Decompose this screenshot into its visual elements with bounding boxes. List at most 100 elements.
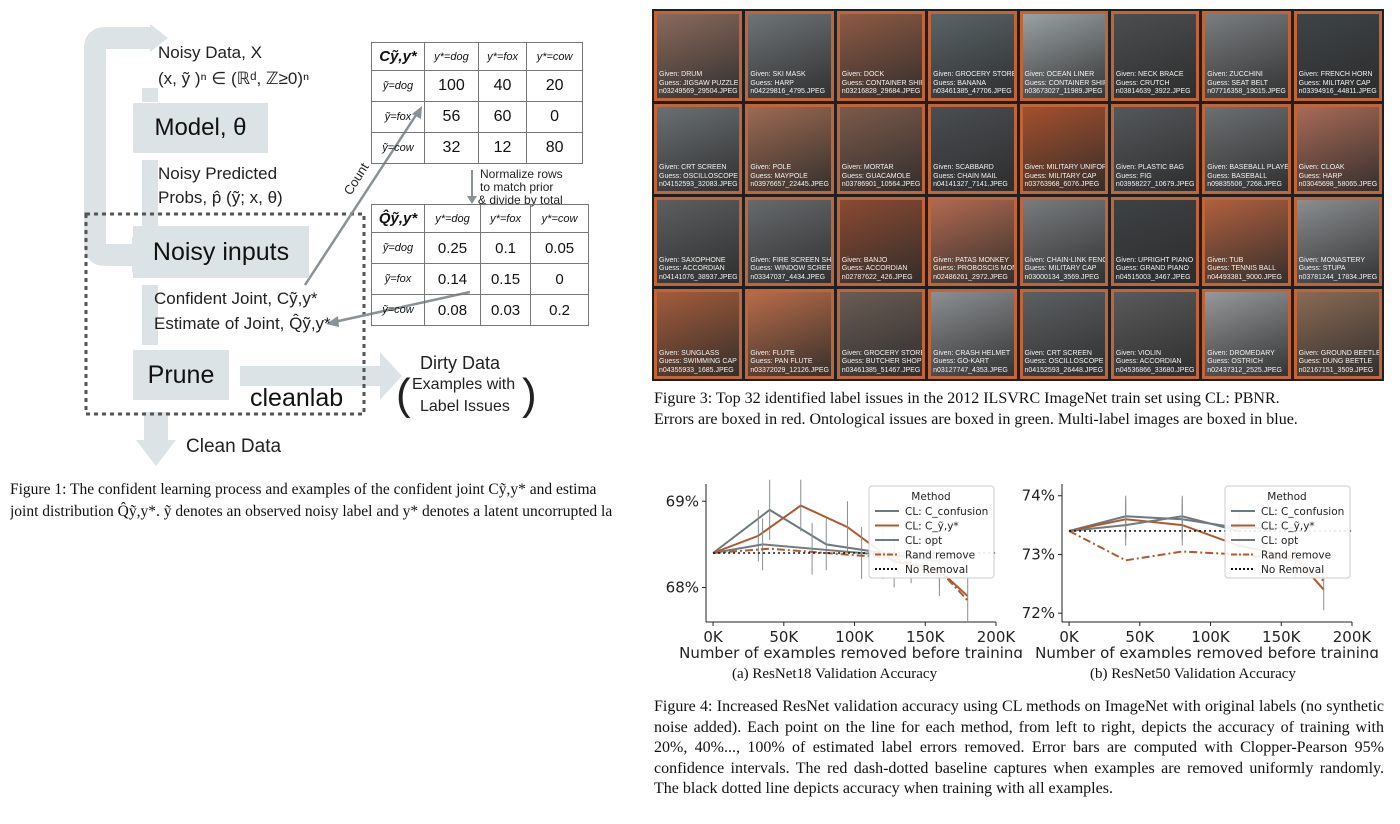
tile-given: Given: NECK BRACE <box>1115 71 1184 79</box>
figure-1-arrows <box>84 24 477 466</box>
tile-guess: Guess: HARP <box>1298 172 1343 180</box>
tile-given: Given: OCEAN LINER <box>1024 71 1095 79</box>
estimate-joint-label: Estimate of Joint, Q̂ỹ,y* <box>154 314 331 333</box>
tile-guess: Guess: WINDOW SCREEN <box>750 265 834 273</box>
tile-guess: Guess: DUNG BEETLE <box>1298 358 1373 365</box>
legend-box <box>1224 485 1351 579</box>
legend-entry: CL: C_confusion <box>1261 506 1344 518</box>
y-tick-label: 72% <box>1022 604 1055 622</box>
tile-given: Given: SUNGLASS <box>659 349 720 357</box>
tile-guess: Guess: OSCILLOSCOPE <box>1024 358 1104 365</box>
q-table-header: y*=dog <box>424 204 481 233</box>
tile-file: n03461385_47706.JPEG <box>933 88 1012 96</box>
tile-given: Given: BASEBALL PLAYER <box>1207 164 1291 171</box>
q-table-header: y*=fox <box>479 204 532 233</box>
tile-guess: Guess: OSTRICH <box>1207 358 1263 365</box>
tile-guess: Guess: PAN FLUTE <box>750 358 813 365</box>
label-issue-image: Given: FIRE SCREEN SHEETGuess: WINDOW SC… <box>745 196 834 287</box>
tile-file: n03216828_29684.JPEG <box>841 88 921 96</box>
y-tick-label: 74% <box>1022 487 1055 505</box>
c-table-cell: 32 <box>424 132 479 164</box>
tile-file: n09835506_7268.JPEG <box>1207 181 1282 188</box>
tile-given: Given: CLOAK <box>1298 164 1345 171</box>
tile-file: n02167151_3509.JPEG <box>1298 366 1374 374</box>
tile-file: n03814639_3922.JPEG <box>1115 88 1191 96</box>
tile-file: n04152593_32083.JPEG <box>659 181 738 188</box>
dirty-data-label: Dirty Data <box>420 353 501 373</box>
figure-4-caption: Figure 4: Increased ResNet validation ac… <box>654 698 1384 797</box>
tile-given: Given: POLE <box>750 164 792 171</box>
tile-guess: Guess: CONTAINER SHIP <box>841 79 925 87</box>
y-tick-label: 69% <box>666 492 699 510</box>
x-axis-label: Number of examples removed before traini… <box>1035 644 1379 658</box>
tile-file: n03347037_4434.JPEG <box>750 273 826 281</box>
tile-guess: Guess: MILITARY CAP <box>1024 265 1097 273</box>
tile-guess: Guess: CHAIN MAIL <box>933 172 998 180</box>
tile-file: n02486261_2972.JPEG <box>933 273 1008 281</box>
tile-guess: Guess: CONTAINER SHIP <box>1024 79 1108 87</box>
tile-given: Given: FRENCH HORN <box>1298 71 1373 79</box>
tile-guess: Guess: BUTCHER SHOP <box>841 358 922 365</box>
q-table-cell: 0.1 <box>479 232 532 264</box>
tile-given: Given: UPRIGHT PIANO <box>1115 256 1194 264</box>
tile-guess: Guess: PROBOSCIS MONKEY <box>933 265 1017 273</box>
tile-guess: Guess: STUPA <box>1298 265 1346 273</box>
tile-file: n04141327_7141.JPEG <box>933 181 1008 188</box>
tile-file: n04229816_4795.JPEG <box>750 88 826 96</box>
c-table-cell: 20 <box>526 70 583 102</box>
tile-guess: Guess: CRUTCH <box>1115 79 1170 87</box>
tile-given: Given: MORTAR <box>841 164 894 171</box>
c-table-cell: 80 <box>526 132 583 164</box>
noisy-data-label: Noisy Data, X <box>158 43 262 62</box>
legend-entry: Rand remove <box>905 550 975 562</box>
tile-guess: Guess: MILITARY CAP <box>1298 79 1371 87</box>
dirty-paren-left: ( <box>396 370 411 419</box>
legend-entry: CL: C_ỹ,y* <box>905 521 959 533</box>
tile-file: n03045698_58065.JPEG <box>1298 181 1378 188</box>
tile-given: Given: CRASH HELMET <box>933 349 1011 357</box>
legend-entry: CL: C_confusion <box>905 506 988 518</box>
tile-file: n03786901_10564.JPEG <box>841 181 921 188</box>
c-table-header: y*=dog <box>424 42 479 71</box>
q-table-cell: 0.03 <box>479 294 532 326</box>
tile-file: n07716358_19015.JPEG <box>1207 88 1286 96</box>
dirty-sub-2: Label Issues <box>420 398 510 415</box>
q-table-cell: 0.15 <box>479 263 532 295</box>
q-table-corner: Q̂ỹ,y* <box>371 204 425 233</box>
tile-file: n03461385_51467.JPEG <box>841 366 921 374</box>
tile-given: Given: FLUTE <box>750 349 795 357</box>
cleanlab-label: cleanlab <box>250 384 344 412</box>
tile-file: n02437312_2525.JPEG <box>1207 366 1282 374</box>
c-table-cell: 100 <box>424 70 479 102</box>
tile-guess: Guess: ACCORDIAN <box>659 265 725 273</box>
tile-file: n04141076_38937.JPEG <box>659 273 738 281</box>
